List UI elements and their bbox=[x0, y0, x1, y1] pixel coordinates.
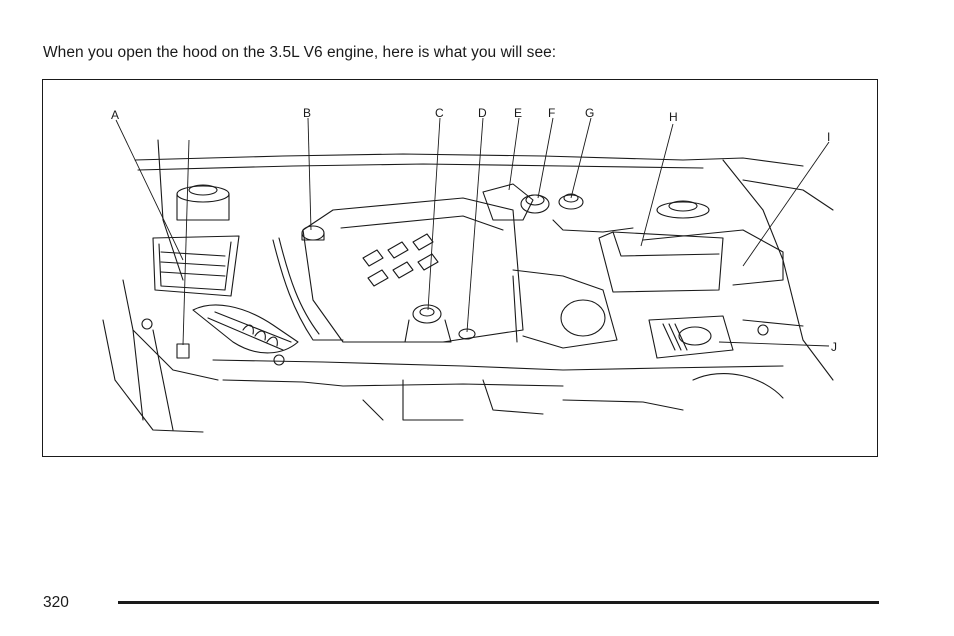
engine-line-drawing: A B C D E F G H I J bbox=[102, 106, 837, 433]
callout-d: D bbox=[478, 106, 487, 120]
callout-h: H bbox=[669, 110, 678, 124]
footer-rule bbox=[118, 601, 879, 604]
intro-text: When you open the hood on the 3.5L V6 en… bbox=[43, 44, 557, 61]
page-number: 320 bbox=[43, 594, 69, 611]
callout-f: F bbox=[548, 106, 555, 120]
callout-e: E bbox=[514, 106, 522, 120]
callout-j: J bbox=[831, 340, 837, 354]
callout-a: A bbox=[111, 108, 119, 122]
engine-compartment-illustration: A B C D E F G H I J bbox=[42, 79, 878, 457]
callout-b: B bbox=[303, 106, 311, 120]
callout-i: I bbox=[827, 130, 830, 144]
callout-g: G bbox=[585, 106, 594, 120]
callout-c: C bbox=[435, 106, 444, 120]
